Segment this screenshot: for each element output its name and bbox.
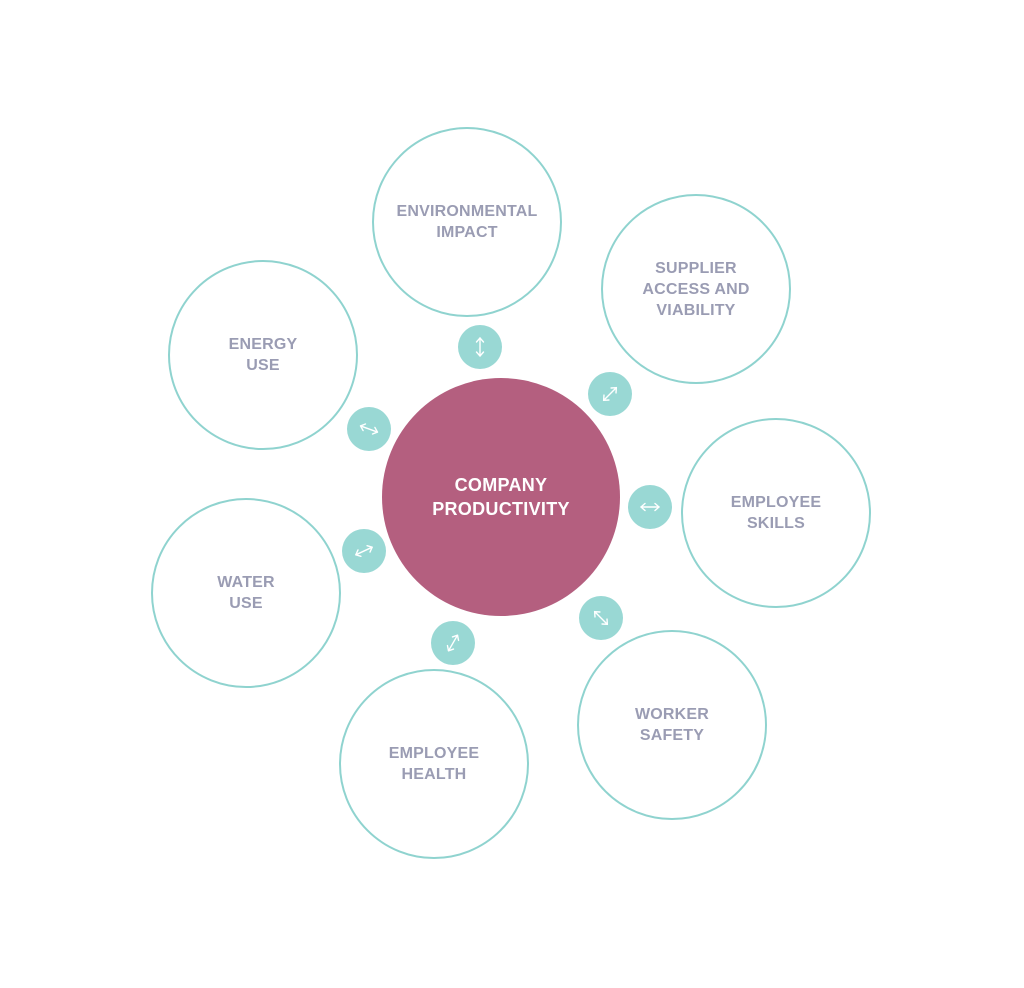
double-arrow-icon bbox=[475, 337, 485, 357]
factor-label: WORKER SAFETY bbox=[634, 706, 710, 744]
connector-energy-use bbox=[347, 407, 391, 451]
center-company-productivity: COMPANY PRODUCTIVITY bbox=[382, 378, 620, 616]
factor-label: WATER USE bbox=[217, 574, 275, 612]
double-arrow-icon bbox=[359, 423, 379, 435]
connector-water-use bbox=[342, 529, 386, 573]
factor-employee-health: EMPLOYEE HEALTH bbox=[339, 669, 529, 859]
factor-environmental-impact: ENVIRONMENTAL IMPACT bbox=[372, 127, 562, 317]
double-arrow-icon bbox=[593, 610, 609, 626]
double-arrow-icon bbox=[355, 545, 373, 557]
double-arrow-icon bbox=[640, 502, 660, 512]
factor-water-use: WATER USE bbox=[151, 498, 341, 688]
factor-label: SUPPLIER ACCESS AND VIABILITY bbox=[642, 259, 750, 319]
factor-energy-use: ENERGY USE bbox=[168, 260, 358, 450]
factor-label: ENERGY USE bbox=[228, 336, 298, 374]
double-arrow-icon bbox=[602, 386, 618, 402]
center-label: COMPANY PRODUCTIVITY bbox=[432, 475, 570, 519]
connector-environmental-impact bbox=[458, 325, 502, 369]
connector-employee-skills bbox=[628, 485, 672, 529]
factor-employee-skills: EMPLOYEE SKILLS bbox=[681, 418, 871, 608]
factor-label: EMPLOYEE HEALTH bbox=[388, 745, 480, 783]
double-arrow-icon bbox=[446, 634, 460, 652]
factor-worker-safety: WORKER SAFETY bbox=[577, 630, 767, 820]
connector-supplier-access bbox=[588, 372, 632, 416]
factor-label: EMPLOYEE SKILLS bbox=[730, 494, 822, 532]
connector-employee-health bbox=[431, 621, 475, 665]
factor-supplier-access: SUPPLIER ACCESS AND VIABILITY bbox=[601, 194, 791, 384]
connector-worker-safety bbox=[579, 596, 623, 640]
factor-label: ENVIRONMENTAL IMPACT bbox=[396, 203, 538, 241]
